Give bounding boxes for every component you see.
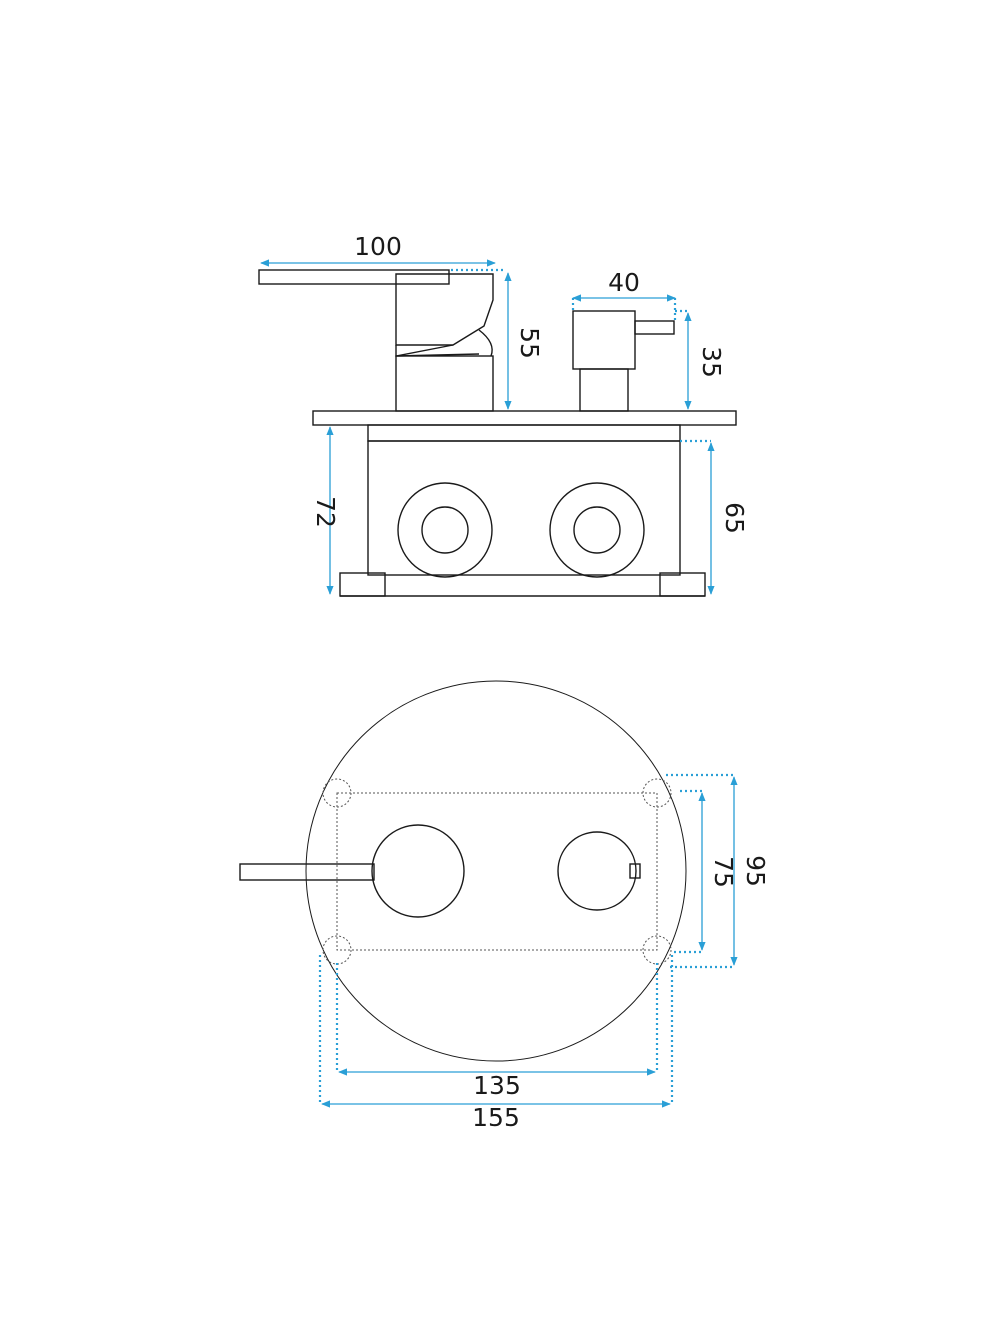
dim-label-135: 135 bbox=[473, 1071, 521, 1100]
dim-label-100: 100 bbox=[354, 232, 402, 261]
port-left-outer bbox=[397, 482, 493, 578]
port-right-outer bbox=[549, 482, 645, 578]
dim-left-handle-height: 55 bbox=[504, 272, 544, 410]
dim-label-40: 40 bbox=[608, 268, 640, 297]
side-view: 100 55 40 35 72 65 bbox=[258, 232, 749, 597]
front-view: 95 75 135 155 bbox=[239, 680, 770, 1132]
dim-box-depth-right: 65 bbox=[680, 439, 749, 595]
left-handle-neck bbox=[395, 344, 480, 357]
left-lever bbox=[258, 269, 450, 285]
dim-label-155: 155 bbox=[472, 1103, 520, 1132]
mount-foot-left bbox=[339, 572, 386, 597]
dim-outer-height: 95 bbox=[666, 773, 770, 969]
hidden-screws bbox=[322, 778, 672, 965]
dim-label-75: 75 bbox=[709, 856, 738, 888]
dim-right-knob-width: 40 bbox=[571, 268, 677, 320]
front-right-knob bbox=[557, 831, 637, 911]
front-left-knob bbox=[371, 824, 465, 918]
dim-lever-length: 100 bbox=[260, 232, 505, 272]
port-right-inner bbox=[573, 506, 621, 554]
dim-label-65: 65 bbox=[720, 502, 749, 534]
right-knob-stem bbox=[579, 368, 629, 412]
dim-label-72: 72 bbox=[311, 496, 340, 528]
dim-outer-width: 155 bbox=[318, 955, 674, 1132]
right-knob bbox=[572, 310, 636, 370]
wall-plate bbox=[312, 410, 737, 426]
left-handle-curve bbox=[478, 329, 493, 357]
dim-box-depth-left: 72 bbox=[311, 426, 340, 595]
housing-box bbox=[367, 440, 681, 576]
dim-label-95: 95 bbox=[741, 855, 770, 887]
dim-label-35: 35 bbox=[697, 346, 726, 378]
dim-inner-width: 135 bbox=[335, 963, 659, 1100]
front-cover-plate bbox=[305, 680, 687, 1062]
front-lever bbox=[239, 863, 375, 881]
dim-inner-height: 75 bbox=[674, 789, 738, 954]
mount-foot-right bbox=[659, 572, 706, 597]
dim-label-55: 55 bbox=[515, 327, 544, 359]
plate-collar bbox=[367, 424, 681, 442]
port-left-inner bbox=[421, 506, 469, 554]
left-handle-stem bbox=[395, 355, 494, 412]
right-knob-tab bbox=[634, 320, 675, 335]
dim-right-knob-height: 35 bbox=[675, 309, 726, 410]
hidden-box-outline bbox=[336, 792, 658, 951]
